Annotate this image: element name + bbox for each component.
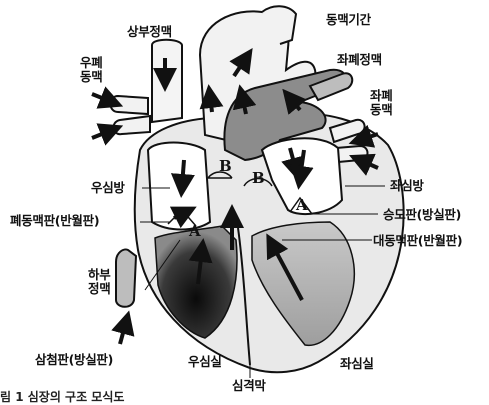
label-line: 좌폐 (370, 89, 392, 103)
label-left-pulmonary-artery: 좌폐 동맥 (370, 89, 392, 117)
flow-arrow (92, 130, 112, 138)
label-mitral-valve: 승모판(방실판) (383, 208, 461, 222)
inferior-vena-cava-shape (116, 250, 136, 307)
label-tricuspid-valve: 삼첨판(방실판) (35, 353, 113, 367)
valve-letter-a: A (296, 196, 308, 214)
label-right-atrium: 우심방 (91, 181, 125, 195)
valve-letter-b: B (252, 169, 265, 187)
flow-arrow (210, 96, 212, 112)
label-line: 동맥 (80, 70, 102, 84)
right-pulmonary-artery-shape (111, 96, 149, 114)
label-line: 우폐 (80, 56, 102, 70)
label-septum: 심격막 (232, 379, 266, 393)
superior-vena-cava-shape (152, 40, 182, 122)
label-line: 동맥 (370, 103, 392, 117)
label-superior-vena-cava: 상부정맥 (127, 25, 172, 39)
flow-arrow (182, 160, 184, 186)
label-pulmonary-valve: 폐동맥판(반월판) (10, 214, 99, 228)
label-aortic-valve: 대동맥판(반월판) (373, 234, 462, 248)
label-left-ventricle: 좌심실 (340, 357, 374, 371)
label-line: 정맥 (88, 282, 110, 296)
label-right-pulmonary-artery: 우폐 동맥 (80, 56, 102, 84)
flow-arrow (92, 94, 112, 102)
label-left-pulmonary-vein: 좌폐정맥 (337, 53, 382, 67)
label-line: 하부 (88, 268, 110, 282)
valve-letter-b: B (219, 157, 232, 175)
label-left-atrium: 좌심방 (390, 179, 424, 193)
label-pulmonary-trunk: 동맥기간 (326, 13, 371, 27)
figure-caption: 림 1 심장의 구조 모식도 (0, 388, 124, 405)
label-inferior-vena-cava: 하부 정맥 (88, 268, 110, 296)
valve-letter-a: A (189, 222, 201, 240)
label-right-ventricle: 우심실 (188, 355, 222, 369)
flow-arrow (120, 322, 126, 344)
